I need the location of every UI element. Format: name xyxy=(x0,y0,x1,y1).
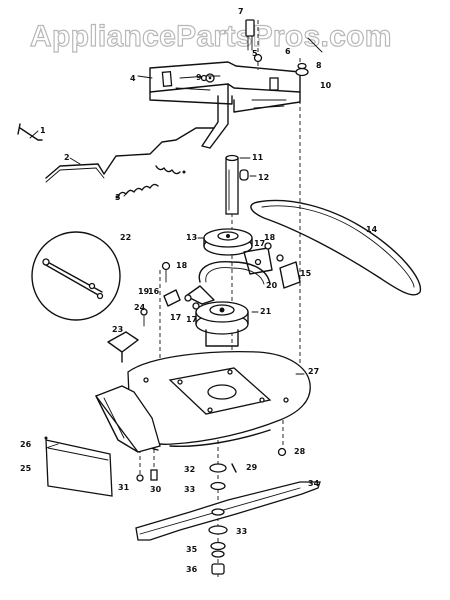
mower-blade xyxy=(135,481,321,541)
belt-guide xyxy=(198,247,301,289)
part-label-29: 29 xyxy=(246,463,258,472)
leader-lines xyxy=(29,75,305,449)
part-label-11: 11 xyxy=(252,153,264,162)
lower-fasteners xyxy=(208,525,228,575)
part-label-7: 7 xyxy=(238,7,244,16)
part-label-33b: 33 xyxy=(236,527,247,536)
part-label-24: 24 xyxy=(134,303,146,312)
part-label-32: 32 xyxy=(184,465,195,474)
watermark-text: AppliancePartsPros.com xyxy=(30,20,392,53)
part-label-33a: 33 xyxy=(184,485,195,494)
part-label-6: 6 xyxy=(285,47,291,56)
part-label-15: 15 xyxy=(300,269,312,278)
part-label-35: 35 xyxy=(186,545,198,554)
part-label-3: 3 xyxy=(115,193,121,202)
part-label-17a: 17 xyxy=(170,313,181,322)
part-label-18b: 18 xyxy=(264,233,276,242)
part-label-14: 14 xyxy=(366,225,378,234)
control-linkage xyxy=(17,123,215,183)
mower-deck xyxy=(94,351,311,453)
deflector-plate xyxy=(44,436,113,497)
part-label-34: 34 xyxy=(308,479,320,488)
part-label-17b: 17 xyxy=(186,315,197,324)
part-label-18a: 18 xyxy=(176,261,188,270)
part-label-21: 21 xyxy=(260,307,272,316)
springs xyxy=(115,165,186,199)
part-label-5: 5 xyxy=(252,49,258,58)
mounting-bracket xyxy=(149,61,301,149)
blade-hardware xyxy=(136,447,287,491)
part-label-12: 12 xyxy=(258,173,269,182)
upper-pulley xyxy=(203,228,253,256)
part-label-23: 23 xyxy=(112,325,123,334)
part-label-36: 36 xyxy=(186,565,198,574)
pulley-hardware xyxy=(140,242,284,327)
part-label-27: 27 xyxy=(308,367,319,376)
part-label-20: 20 xyxy=(266,281,278,290)
lower-pulley-housing xyxy=(185,285,249,347)
detail-callout xyxy=(31,231,121,321)
part-label-4: 4 xyxy=(130,74,136,83)
part-label-17c: 17 xyxy=(254,239,265,248)
part-label-26: 26 xyxy=(20,440,32,449)
part-label-31: 31 xyxy=(118,483,130,492)
side-clip xyxy=(107,331,139,363)
part-label-25: 25 xyxy=(20,464,32,473)
part-label-13: 13 xyxy=(186,233,197,242)
part-label-2: 2 xyxy=(64,153,70,162)
part-label-22: 22 xyxy=(120,233,131,242)
part-label-16: 16 xyxy=(148,287,160,296)
part-label-8: 8 xyxy=(316,61,322,70)
part-label-19: 19 xyxy=(138,287,150,296)
part-label-10: 10 xyxy=(320,81,332,90)
part-label-1: 1 xyxy=(40,126,46,135)
drive-belt xyxy=(250,199,422,296)
part-labels: 1 2 3 4 5 6 7 8 9 10 11 12 13 14 15 16 1… xyxy=(20,7,378,574)
part-label-9: 9 xyxy=(196,73,202,82)
part-label-30: 30 xyxy=(150,485,162,494)
part-label-28: 28 xyxy=(294,447,306,456)
spindle-shaft xyxy=(225,154,249,215)
